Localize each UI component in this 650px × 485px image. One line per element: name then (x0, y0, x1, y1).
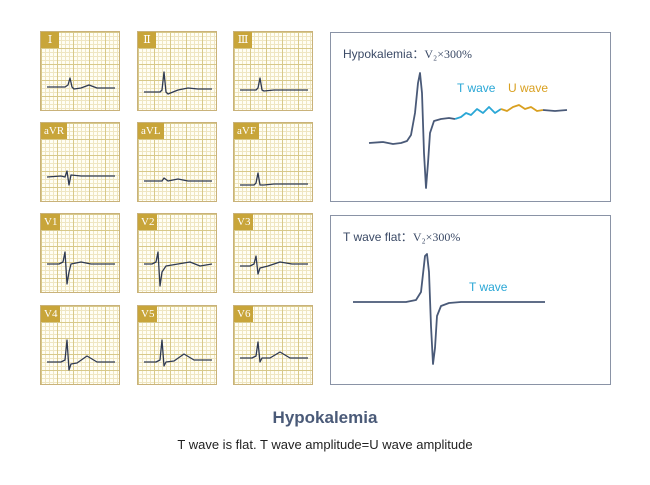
ecg-trace (144, 251, 213, 287)
u-wave-label: U wave (508, 81, 549, 95)
lead-i: Ⅰ (40, 31, 120, 111)
lead-iii: Ⅲ (233, 31, 313, 111)
t-wave-label: T wave (457, 81, 496, 95)
lead-trace-svg (240, 77, 308, 92)
hypokalemia-panel: Hypokalemia：V₂×300% T wave U wave (330, 32, 611, 202)
t-wave-flat-panel: T wave flat：V₂×300% T wave (330, 215, 611, 385)
lead-ii: Ⅱ (137, 31, 217, 111)
lead-v5: V5 (137, 305, 217, 385)
ecg-trace (240, 255, 308, 275)
lead-trace-svg (144, 339, 212, 367)
ecg-trace (47, 339, 115, 371)
lead-label: V3 (234, 214, 254, 230)
lead-v1: V1 (40, 213, 120, 293)
lead-label: Ⅱ (138, 32, 156, 48)
panel-formula: V₂×300% (424, 47, 472, 61)
ecg-trace (144, 339, 212, 367)
lead-v6: V6 (233, 305, 313, 385)
lead-label: aVR (41, 123, 68, 139)
lead-label: V2 (138, 214, 158, 230)
lead-trace-svg (46, 170, 115, 186)
hypokalemia-waveform (368, 72, 568, 189)
t-wave-flat-panel-title: T wave flat：V₂×300% (343, 228, 460, 245)
t-wave-flat-waveform (353, 253, 545, 365)
hypokalemia-trace (368, 72, 456, 189)
ecg-trace (240, 172, 308, 186)
ecg-trace (46, 170, 115, 186)
ecg-trace (240, 77, 308, 92)
lead-v2: V2 (137, 213, 217, 293)
lead-label: aVL (138, 123, 164, 139)
panel-title-text: T wave flat： (343, 230, 413, 244)
lead-trace-svg (144, 71, 212, 95)
lead-trace-svg (144, 177, 212, 182)
lead-trace-svg (47, 77, 115, 90)
lead-trace-svg (144, 251, 213, 287)
lead-avf: aVF (233, 122, 313, 202)
ecg-trace (47, 251, 115, 285)
t-wave-segment (454, 106, 502, 120)
lead-label: Ⅲ (234, 32, 252, 48)
caption-title: Hypokalemia (272, 408, 378, 427)
lead-trace-svg (240, 341, 308, 363)
lead-trace-svg (240, 255, 308, 275)
lead-v4: V4 (40, 305, 120, 385)
lead-label: Ⅰ (41, 32, 59, 48)
lead-label: V4 (41, 306, 61, 322)
lead-avr: aVR (40, 122, 120, 202)
lead-label: V6 (234, 306, 254, 322)
lead-v3: V3 (233, 213, 313, 293)
lead-label: aVF (234, 123, 259, 139)
panel-formula: V₂×300% (412, 230, 461, 244)
lead-trace-svg (47, 339, 115, 371)
lead-trace-svg (240, 172, 308, 186)
lead-avl: aVL (137, 122, 217, 202)
u-wave-segment (500, 104, 544, 112)
t-wave-flat-label: T wave (469, 280, 508, 294)
baseline-tail (542, 109, 568, 112)
lead-label: V1 (41, 214, 61, 230)
ecg-trace (240, 341, 308, 363)
ecg-trace (144, 71, 212, 95)
ecg-trace (47, 77, 115, 90)
lead-label: V5 (138, 306, 158, 322)
ecg-trace (144, 177, 212, 182)
t-wave-flat-trace (353, 253, 545, 365)
hypokalemia-panel-title: Hypokalemia：V₂×300% (343, 45, 472, 62)
lead-trace-svg (47, 251, 115, 285)
panel-title-text: Hypokalemia： (343, 47, 425, 61)
caption-subtitle: T wave is flat. T wave amplitude=U wave … (177, 437, 473, 452)
